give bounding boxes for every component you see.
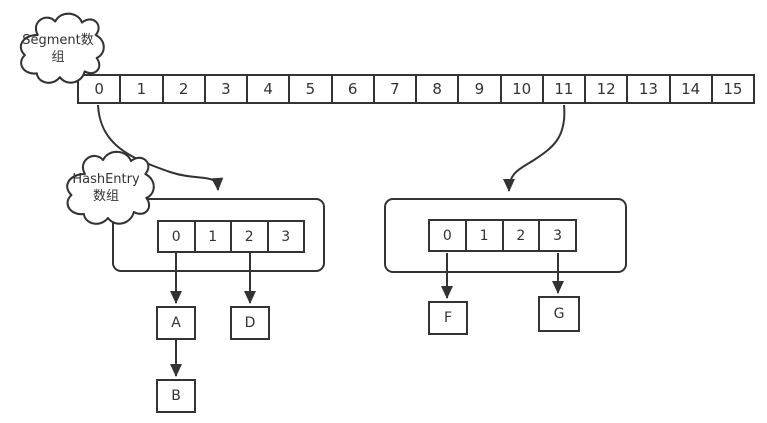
segment-cell: 4 — [246, 76, 288, 102]
node-a: A — [156, 306, 196, 340]
hashentry-cloud-label: HashEntry 数组 — [60, 171, 152, 205]
hashentry-cell: 0 — [171, 228, 181, 245]
hashentry-cell: 0 — [442, 227, 452, 244]
segment-cell: 6 — [330, 76, 373, 102]
segment-cell: 11 — [541, 76, 584, 102]
arrow-segment11-to-right-table — [503, 104, 566, 192]
segment-cell: 8 — [415, 76, 457, 102]
hashentry-cell: 1 — [464, 221, 502, 250]
segment-cell: 5 — [288, 76, 330, 102]
hashentry-cell: 3 — [538, 221, 575, 250]
segment-cell: 13 — [626, 76, 668, 102]
hashentry-cloud-label-line1: HashEntry — [72, 172, 140, 187]
hashentry-array-right: 0 1 2 3 — [428, 219, 577, 252]
hashentry-cloud-label-line2: 数组 — [92, 189, 119, 204]
segment-array: 0 1 2 3 4 5 6 7 8 9 10 11 12 13 14 15 — [77, 74, 755, 104]
segment-cell: 15 — [710, 76, 753, 102]
hashentry-array-left: 0 1 2 3 — [157, 220, 305, 253]
segment-cell: 1 — [119, 76, 161, 102]
segment-cell: 2 — [161, 76, 204, 102]
segment-cloud-label-line2: 组 — [51, 50, 65, 65]
segment-cloud-label: Segment数 组 — [14, 32, 102, 66]
node-d: D — [230, 306, 270, 340]
segment-cell: 3 — [203, 76, 246, 102]
segment-cell: 14 — [668, 76, 711, 102]
hashentry-cell: 1 — [193, 222, 231, 251]
node-f: F — [428, 301, 468, 335]
segment-cell: 12 — [584, 76, 626, 102]
segment-cell: 9 — [457, 76, 499, 102]
segment-cell: 10 — [499, 76, 542, 102]
segment-cell: 7 — [372, 76, 415, 102]
node-b: B — [156, 379, 196, 413]
node-g: G — [538, 296, 580, 332]
hashentry-cell: 2 — [230, 222, 267, 251]
hashentry-cell: 3 — [266, 222, 304, 251]
hashentry-cell: 2 — [501, 221, 539, 250]
segment-cell: 0 — [94, 80, 104, 98]
segment-cloud-label-line1: Segment数 — [22, 33, 94, 48]
